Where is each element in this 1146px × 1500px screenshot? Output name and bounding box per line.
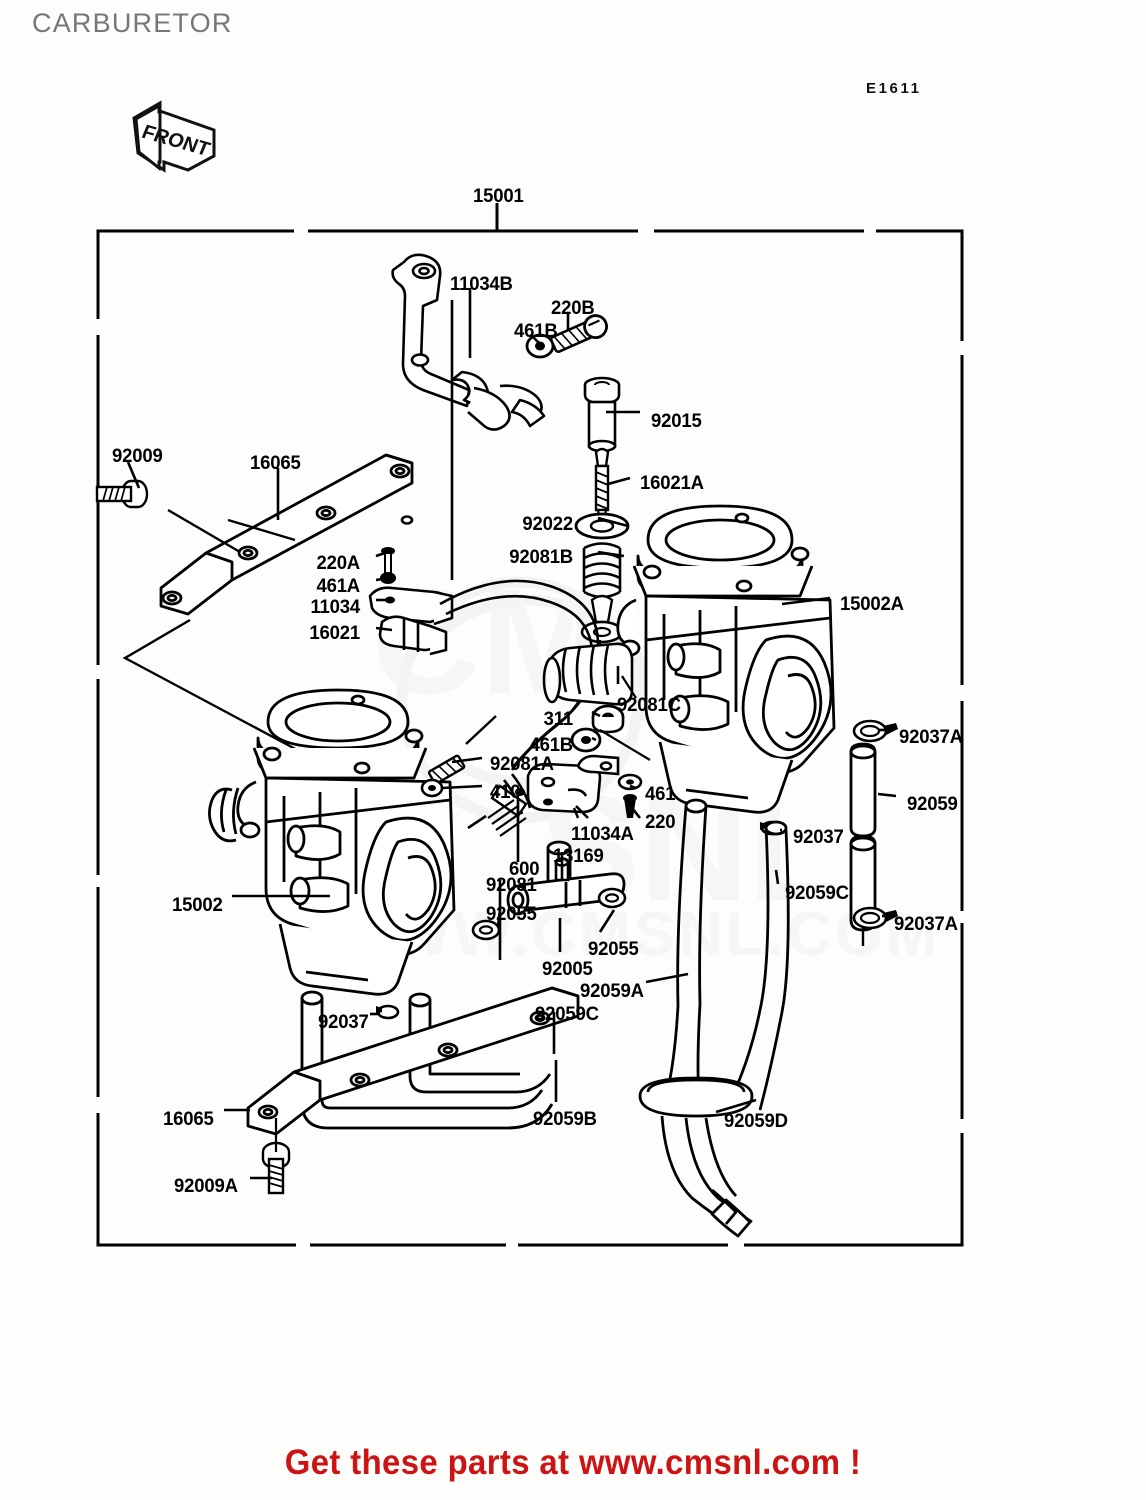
part-92055-right	[597, 887, 627, 909]
callout-92037-left: 92037	[318, 1011, 369, 1033]
figure-code: E1611	[866, 80, 922, 97]
part-92059	[849, 742, 877, 932]
part-92081A	[427, 715, 497, 785]
part-15002	[208, 688, 456, 996]
front-arrow-icon: FRONT	[132, 100, 216, 173]
part-311	[591, 704, 625, 734]
part-92009	[95, 479, 149, 509]
part-92037A-bottom	[852, 906, 900, 930]
callout-220A: 220A	[316, 552, 360, 574]
hose-group	[300, 798, 790, 1238]
part-220B-screw	[549, 314, 608, 353]
part-needle-lower	[580, 594, 624, 658]
callout-13169: 13169	[553, 845, 604, 867]
part-92081C	[542, 642, 634, 706]
callout-92009A: 92009A	[174, 1175, 238, 1197]
callout-16021: 16021	[309, 622, 360, 644]
part-92037A-top	[852, 719, 900, 743]
callout-92059B: 92059B	[533, 1108, 597, 1130]
part-16065-lower	[246, 986, 580, 1136]
part-92081	[467, 799, 527, 837]
callout-15002A: 15002A	[840, 593, 904, 615]
part-410	[420, 778, 444, 798]
callout-11034A: 11034A	[571, 823, 634, 845]
callout-15002: 15002	[172, 894, 223, 916]
callout-600: 600	[509, 858, 540, 880]
callout-311: 311	[543, 708, 574, 730]
part-16065-upper	[159, 453, 414, 616]
callout-92055-right: 92055	[588, 938, 639, 960]
callout-92059A: 92059A	[580, 980, 644, 1002]
footer-tagline: Get these parts at www.cmsnl.com !	[284, 1443, 862, 1482]
part-92037-left	[376, 1004, 400, 1020]
part-11034A	[526, 762, 602, 814]
part-11034	[368, 586, 454, 626]
part-92022	[574, 512, 630, 540]
callout-461B-top: 461B	[514, 320, 558, 342]
part-15002A	[616, 504, 836, 814]
callout-220B: 220B	[551, 297, 595, 319]
part-16021	[378, 615, 448, 656]
assembly-boundary	[96, 229, 964, 1247]
callout-92037A-top: 92037A	[899, 726, 963, 748]
callout-15001: 15001	[473, 185, 524, 207]
callout-92081A: 92081A	[490, 753, 554, 775]
part-220-screw	[623, 794, 637, 818]
callout-92081C: 92081C	[617, 694, 681, 716]
callout-92022: 92022	[522, 513, 573, 535]
callout-92081B: 92081B	[509, 546, 573, 568]
leader-lines	[126, 288, 897, 1180]
callout-16021A: 16021A	[640, 472, 704, 494]
callout-92059C-right: 92059C	[785, 882, 849, 904]
callout-92059: 92059	[907, 793, 958, 815]
callout-461B-lower: 461B	[529, 734, 573, 756]
page-title: CARBURETOR	[32, 8, 233, 38]
callout-92055-left: 92055	[486, 903, 537, 925]
callout-92059D: 92059D	[724, 1110, 788, 1132]
callout-92037A-bottom: 92037A	[894, 913, 958, 935]
part-220A	[381, 547, 395, 576]
callout-92037-right: 92037	[793, 826, 844, 848]
callout-11034: 11034	[310, 596, 360, 618]
callout-461: 461	[645, 783, 676, 805]
callout-11034B: 11034B	[450, 273, 513, 295]
callout-16065-upper: 16065	[250, 452, 301, 474]
callout-461A: 461A	[316, 575, 360, 597]
callout-220: 220	[645, 811, 676, 833]
part-11034B	[391, 253, 546, 525]
part-bracket-arm	[576, 754, 620, 776]
part-461B-lower	[570, 727, 602, 753]
callout-92005: 92005	[542, 958, 593, 980]
callout-92015: 92015	[651, 410, 702, 432]
part-92015	[583, 376, 621, 453]
callout-16065-lower: 16065	[163, 1108, 214, 1130]
callout-92059C-center: 92059C	[535, 1003, 599, 1025]
part-92005	[506, 840, 626, 916]
callout-92081: 92081	[486, 874, 537, 896]
callout-410: 410	[490, 781, 521, 803]
callout-92009: 92009	[112, 445, 163, 467]
part-461-screw	[617, 773, 643, 791]
part-16021A	[594, 447, 610, 524]
